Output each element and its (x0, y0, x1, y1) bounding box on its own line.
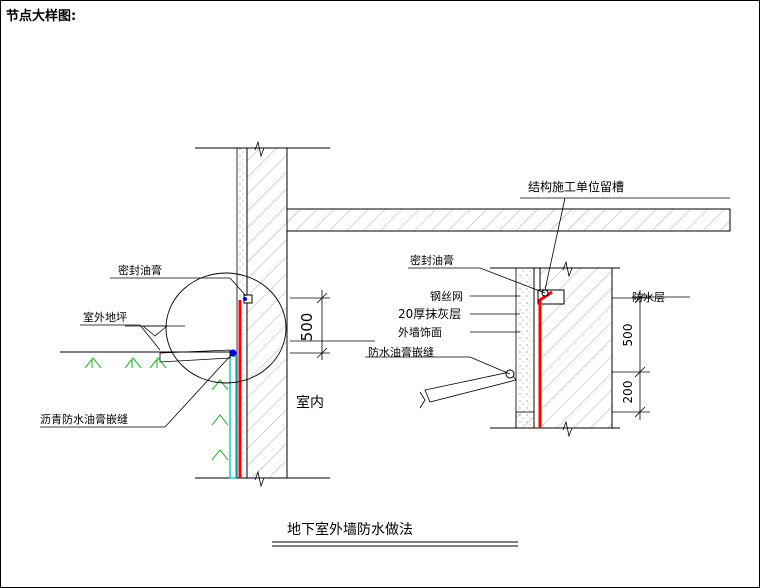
detail-circle (165, 272, 287, 384)
page-title: 节点大样图: (6, 9, 77, 24)
insulation-layer (229, 355, 237, 479)
right-ground-slab (424, 371, 517, 403)
label-waterproof: 防水层 (632, 290, 665, 304)
label-plaster: 20厚抹灰层 (398, 307, 461, 321)
right-plaster-layer (515, 267, 535, 429)
right-dim-500: 500 (621, 324, 635, 347)
left-dim-500: 500 (298, 313, 316, 342)
label-outdoor-ground: 室外地坪 (83, 310, 127, 324)
label-sealant-right: 密封油膏 (410, 253, 454, 267)
label-asphalt-embed: 沥青防水油膏嵌缝 (40, 412, 128, 426)
label-indoor: 室内 (296, 394, 324, 411)
label-embed: 防水油膏嵌缝 (368, 345, 434, 359)
label-groove: 结构施工单位留槽 (528, 179, 624, 194)
right-dim-200: 200 (621, 381, 635, 404)
left-slab (286, 208, 731, 232)
label-sealant-left: 密封油膏 (118, 263, 162, 277)
left-detail: 500 密封油膏 室外地坪 沥青防水油膏嵌缝 室内 (40, 140, 731, 488)
caption: 地下室外墙防水做法 (287, 521, 413, 538)
label-wire-mesh: 钢丝网 (430, 290, 463, 303)
ground-slab (159, 349, 231, 363)
right-detail: 500 200 结构施工单位留槽 密封油膏 钢丝网 20厚抹灰层 外墙饰面 防水… (365, 179, 730, 438)
label-facade: 外墙饰面 (398, 325, 442, 339)
left-wall (246, 147, 288, 479)
